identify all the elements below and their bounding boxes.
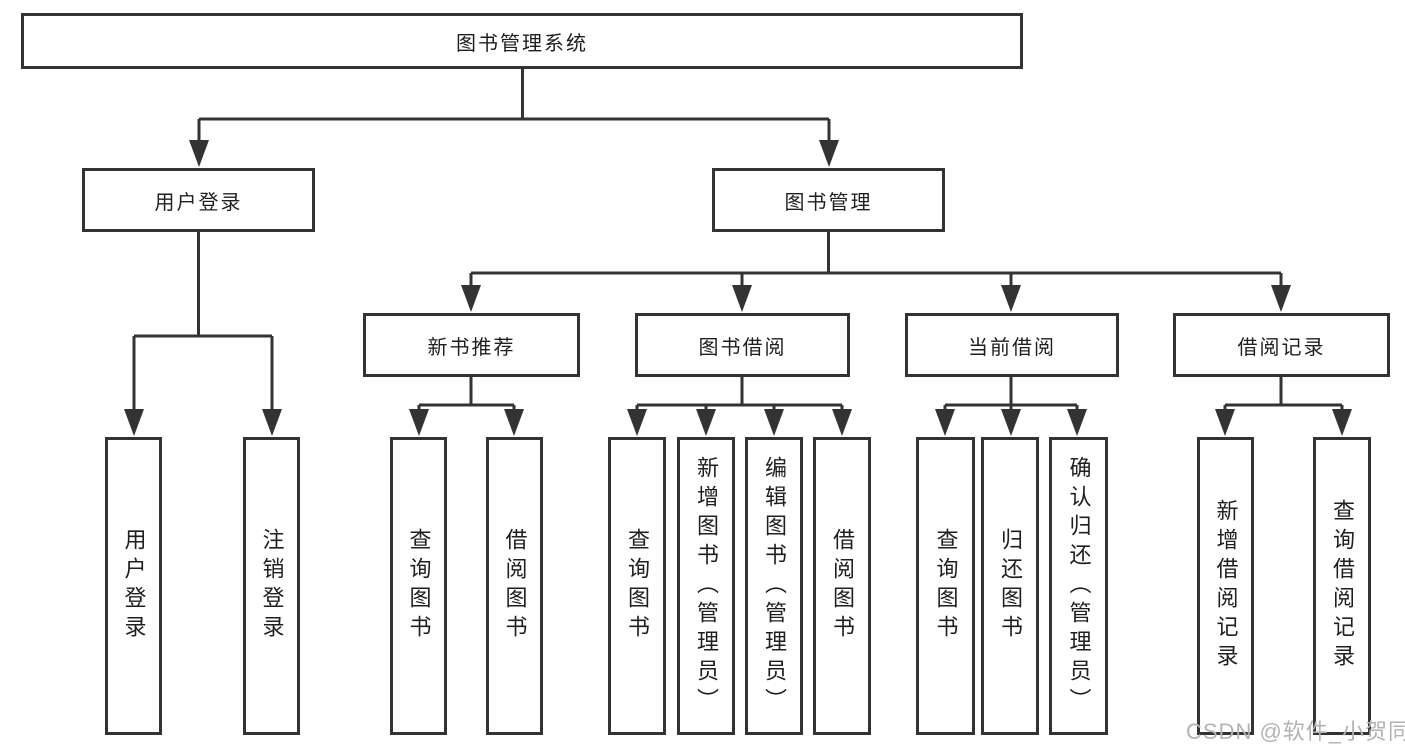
arrowhead <box>819 140 839 167</box>
leaf-user-login-label: 用户登录 <box>121 528 147 644</box>
csdn-watermark: CSDN @软件_小贺同学 <box>1186 719 1405 744</box>
arrowhead <box>1215 409 1235 436</box>
node-book-mgmt: 图书管理 <box>712 168 945 232</box>
leaf-edit-book-admin-label: 编辑图书（管理员） <box>762 455 787 717</box>
connector-new-book-rec-children <box>409 377 524 436</box>
arrowhead <box>1001 285 1021 312</box>
connector-line <box>943 377 1079 414</box>
arrowhead <box>124 409 144 436</box>
leaf-query-book-current: 查询图书 <box>916 437 975 735</box>
connector-line <box>635 377 844 414</box>
leaf-query-borrow-record-label: 查询借阅记录 <box>1330 499 1355 673</box>
leaf-borrow-book-rec: 借阅图书 <box>486 437 543 735</box>
arrowhead <box>1271 285 1291 312</box>
connector-root-to-level2 <box>189 69 839 167</box>
arrowhead <box>409 409 429 436</box>
node-borrow-records: 借阅记录 <box>1173 313 1390 377</box>
arrowhead <box>764 409 784 436</box>
node-book-mgmt-label: 图书管理 <box>784 191 873 214</box>
node-new-book-rec: 新书推荐 <box>363 313 580 377</box>
arrowhead <box>696 409 716 436</box>
node-borrow-records-label: 借阅记录 <box>1237 336 1326 359</box>
node-book-borrow-label: 图书借阅 <box>698 336 787 359</box>
connector-book-mgmt-to-level3 <box>461 232 1291 312</box>
leaf-borrow-book: 借阅图书 <box>813 437 871 735</box>
arrowhead <box>262 409 282 436</box>
leaf-query-book-rec-label: 查询图书 <box>406 528 432 644</box>
leaf-confirm-return-admin: 确认归还（管理员） <box>1049 437 1108 735</box>
connector-book-borrow-children <box>627 377 852 436</box>
node-user-login-label: 用户登录 <box>154 191 243 214</box>
connector-user-login-children <box>124 232 282 436</box>
connector-line <box>132 232 274 414</box>
connector-line <box>197 69 831 145</box>
connector-borrow-records-children <box>1215 377 1352 436</box>
leaf-query-book-current-label: 查询图书 <box>933 528 959 644</box>
node-user-login: 用户登录 <box>82 168 315 232</box>
leaf-add-borrow-record-label: 新增借阅记录 <box>1213 499 1239 673</box>
arrowhead <box>627 409 647 436</box>
arrowhead <box>189 140 209 167</box>
leaf-logout: 注销登录 <box>243 437 300 735</box>
leaf-user-login: 用户登录 <box>105 437 162 735</box>
leaf-add-borrow-record: 新增借阅记录 <box>1197 437 1254 735</box>
node-current-borrow-label: 当前借阅 <box>968 336 1056 359</box>
leaf-return-book-label: 归还图书 <box>998 528 1023 644</box>
arrowhead <box>832 409 852 436</box>
arrowhead <box>461 285 481 312</box>
arrowhead <box>935 409 955 436</box>
leaf-query-borrow-record: 查询借阅记录 <box>1313 437 1371 735</box>
arrowhead <box>1001 409 1021 436</box>
leaf-add-book-admin-label: 新增图书（管理员） <box>694 455 719 717</box>
arrowhead <box>1332 409 1352 436</box>
arrowhead <box>732 285 752 312</box>
leaf-confirm-return-admin-label: 确认归还（管理员） <box>1066 455 1092 717</box>
connector-line <box>417 377 516 414</box>
node-root: 图书管理系统 <box>21 13 1023 69</box>
leaf-borrow-book-label: 借阅图书 <box>830 528 855 644</box>
leaf-return-book: 归还图书 <box>981 437 1039 735</box>
leaf-edit-book-admin: 编辑图书（管理员） <box>745 437 803 735</box>
leaf-add-book-admin: 新增图书（管理员） <box>677 437 735 735</box>
leaf-logout-label: 注销登录 <box>259 528 285 644</box>
arrowhead <box>1067 409 1087 436</box>
node-new-book-rec-label: 新书推荐 <box>427 336 516 359</box>
leaf-query-book-borrow: 查询图书 <box>608 437 666 735</box>
connector-current-borrow-children <box>935 377 1087 436</box>
arrowhead <box>504 409 524 436</box>
leaf-query-book-rec: 查询图书 <box>390 437 447 735</box>
node-current-borrow: 当前借阅 <box>905 313 1119 377</box>
node-root-label: 图书管理系统 <box>456 32 588 55</box>
node-book-borrow: 图书借阅 <box>635 313 850 377</box>
leaf-borrow-book-rec-label: 借阅图书 <box>502 528 528 644</box>
leaf-query-book-borrow-label: 查询图书 <box>625 528 650 644</box>
connector-line <box>469 232 1283 290</box>
connector-line <box>1223 377 1344 414</box>
